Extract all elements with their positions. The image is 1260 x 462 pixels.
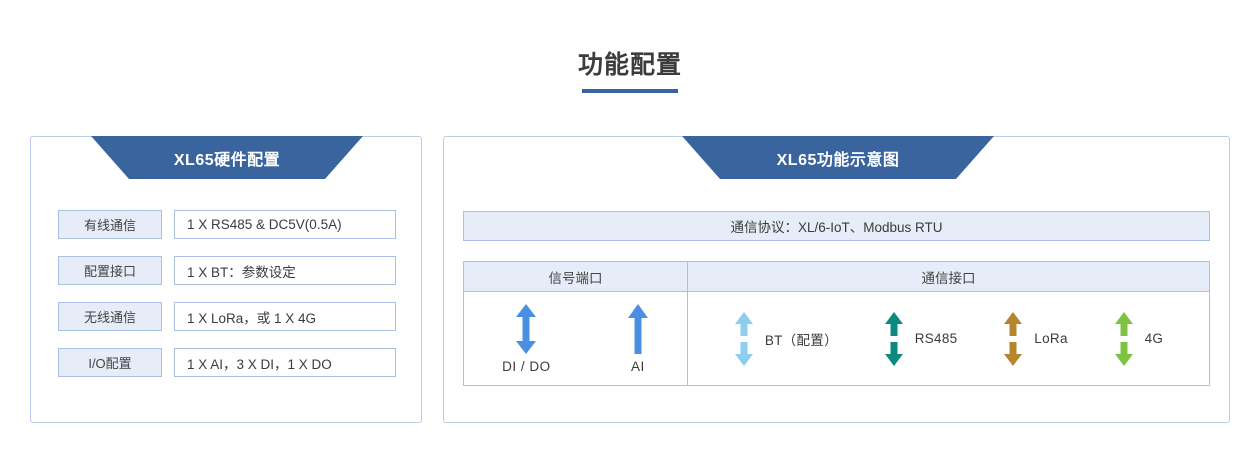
row-label: I/O配置 bbox=[58, 348, 162, 377]
hardware-config-banner-title: XL65硬件配置 bbox=[173, 151, 281, 169]
port-diagram-table: 信号端口 DI / DO AI bbox=[463, 261, 1210, 386]
page-header: 功能配置 bbox=[0, 48, 1260, 93]
row-label: 无线通信 bbox=[58, 302, 162, 331]
comm-port-header: 通信接口 bbox=[688, 262, 1209, 292]
table-row: 有线通信 1 X RS485 & DC5V(0.5A) bbox=[58, 210, 396, 239]
row-value: 1 X BT：参数设定 bbox=[174, 256, 396, 285]
function-diagram-banner-title: XL65功能示意图 bbox=[776, 151, 900, 169]
split-arrow-icon bbox=[884, 311, 904, 366]
row-label: 有线通信 bbox=[58, 210, 162, 239]
signal-port-di-do: DI / DO bbox=[502, 303, 551, 374]
double-arrow-icon bbox=[515, 303, 537, 354]
hardware-config-banner: XL65硬件配置 bbox=[91, 136, 363, 179]
comm-port-label: BT（配置） bbox=[764, 332, 838, 348]
comm-port-label: 4G bbox=[1144, 331, 1164, 346]
protocol-bar: 通信协议：XL/6-IoT、Modbus RTU bbox=[463, 211, 1210, 241]
split-arrow-icon bbox=[1003, 311, 1023, 366]
hardware-config-panel: XL65硬件配置 有线通信 1 X RS485 & DC5V(0.5A) 配置接… bbox=[30, 136, 422, 423]
signal-port-label: AI bbox=[630, 358, 645, 374]
function-diagram-banner: XL65功能示意图 bbox=[682, 136, 994, 179]
table-row: 无线通信 1 X LoRa，或 1 X 4G bbox=[58, 302, 396, 331]
split-arrow-icon bbox=[1114, 311, 1134, 366]
table-row: 配置接口 1 X BT：参数设定 bbox=[58, 256, 396, 285]
up-arrow-icon bbox=[627, 303, 649, 354]
title-underline bbox=[582, 89, 678, 93]
row-label: 配置接口 bbox=[58, 256, 162, 285]
hardware-config-rows: 有线通信 1 X RS485 & DC5V(0.5A) 配置接口 1 X BT：… bbox=[58, 210, 396, 377]
comm-port-label: RS485 bbox=[914, 331, 958, 346]
row-value: 1 X RS485 & DC5V(0.5A) bbox=[174, 210, 396, 239]
signal-port-label: DI / DO bbox=[502, 358, 551, 374]
function-diagram-panel: XL65功能示意图 通信协议：XL/6-IoT、Modbus RTU 信号端口 … bbox=[443, 136, 1230, 423]
signal-port-ai: AI bbox=[627, 303, 649, 374]
signal-port-header: 信号端口 bbox=[464, 262, 687, 292]
page-title: 功能配置 bbox=[577, 51, 682, 79]
table-row: I/O配置 1 X AI，3 X DI，1 X DO bbox=[58, 348, 396, 377]
signal-port-column: 信号端口 DI / DO AI bbox=[464, 262, 688, 385]
comm-port-bt: BT（配置） bbox=[734, 311, 838, 366]
comm-port-label: LoRa bbox=[1034, 331, 1068, 346]
row-value: 1 X LoRa，或 1 X 4G bbox=[174, 302, 396, 331]
comm-port-body: BT（配置） RS485 bbox=[688, 292, 1209, 385]
signal-port-body: DI / DO AI bbox=[464, 292, 687, 385]
row-value: 1 X AI，3 X DI，1 X DO bbox=[174, 348, 396, 377]
comm-port-4g: 4G bbox=[1114, 311, 1164, 366]
comm-port-column: 通信接口 BT（配置） bbox=[688, 262, 1209, 385]
comm-port-rs485: RS485 bbox=[884, 311, 958, 366]
comm-port-lora: LoRa bbox=[1003, 311, 1068, 366]
split-arrow-icon bbox=[734, 311, 754, 366]
